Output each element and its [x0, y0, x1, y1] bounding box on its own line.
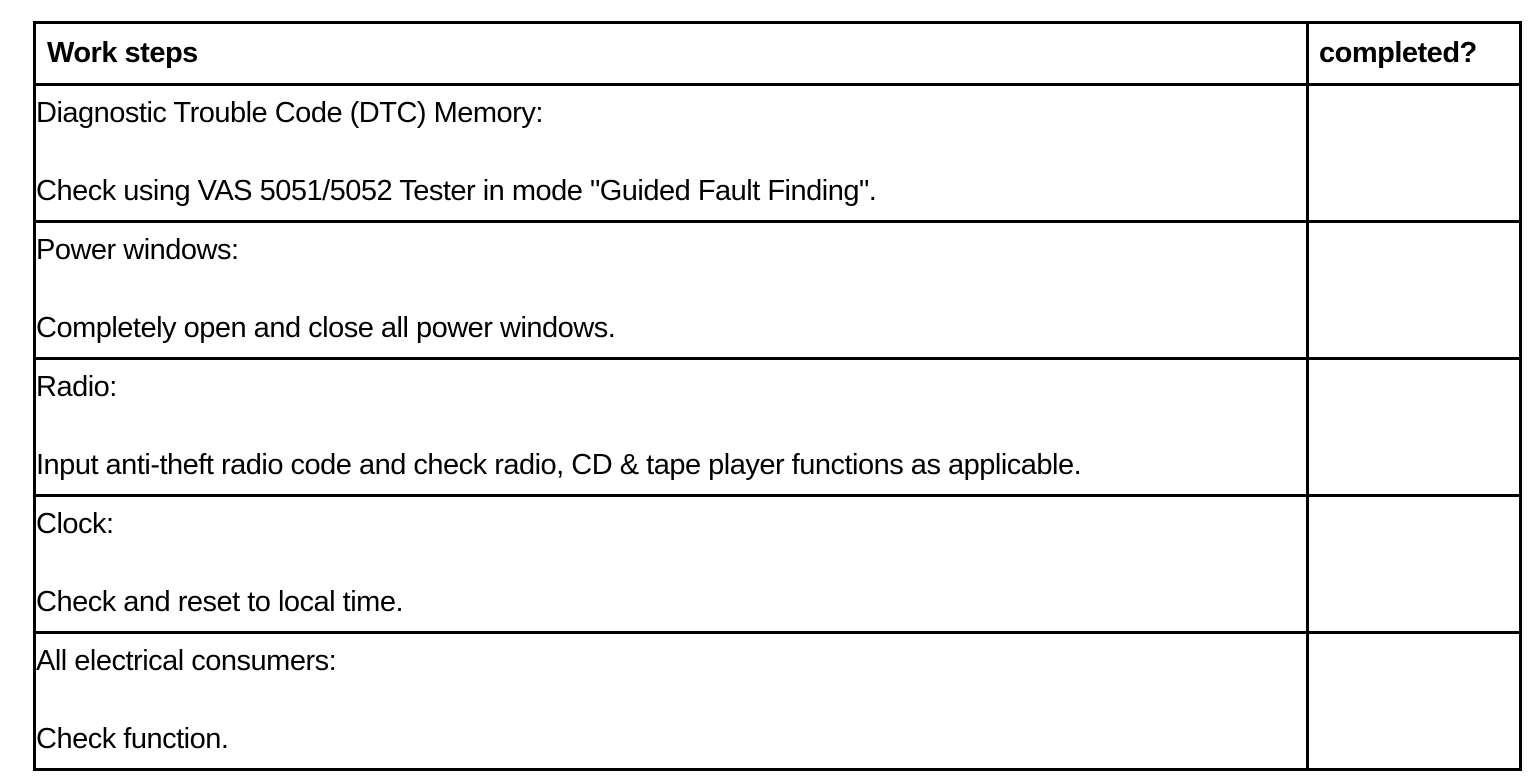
- work-steps-table: Work steps completed? Diagnostic Trouble…: [33, 21, 1522, 771]
- work-step-cell: Radio: Input anti-theft radio code and c…: [33, 357, 1309, 497]
- work-step-title: Power windows:: [36, 234, 239, 266]
- work-step-description: Check using VAS 5051/5052 Tester in mode…: [36, 175, 877, 207]
- work-step-description: Completely open and close all power wind…: [36, 312, 616, 344]
- work-step-description: Check and reset to local time.: [36, 586, 404, 618]
- work-step-title: Diagnostic Trouble Code (DTC) Memory:: [36, 97, 543, 129]
- work-step-cell: All electrical consumers: Check function…: [33, 631, 1309, 771]
- work-step-title: All electrical consumers:: [36, 645, 337, 677]
- completed-checkbox-cell[interactable]: [1306, 83, 1522, 223]
- work-step-description: Input anti-theft radio code and check ra…: [36, 449, 1082, 481]
- completed-checkbox-cell[interactable]: [1306, 357, 1522, 497]
- completed-checkbox-cell[interactable]: [1306, 631, 1522, 771]
- work-steps-header: Work steps: [33, 21, 1309, 86]
- table-row: Radio: Input anti-theft radio code and c…: [33, 357, 1522, 497]
- completed-checkbox-cell[interactable]: [1306, 220, 1522, 360]
- work-step-cell: Diagnostic Trouble Code (DTC) Memory: Ch…: [33, 83, 1309, 223]
- work-step-title: Radio:: [36, 371, 117, 403]
- work-step-cell: Power windows: Completely open and close…: [33, 220, 1309, 360]
- table-row: All electrical consumers: Check function…: [33, 631, 1522, 771]
- table-header-row: Work steps completed?: [33, 21, 1522, 86]
- table-row: Power windows: Completely open and close…: [33, 220, 1522, 360]
- work-step-cell: Clock: Check and reset to local time.: [33, 494, 1309, 634]
- work-step-title: Clock:: [36, 508, 114, 540]
- work-step-description: Check function.: [36, 723, 229, 755]
- table-row: Clock: Check and reset to local time.: [33, 494, 1522, 634]
- completed-checkbox-cell[interactable]: [1306, 494, 1522, 634]
- completed-header: completed?: [1306, 21, 1522, 86]
- table-row: Diagnostic Trouble Code (DTC) Memory: Ch…: [33, 83, 1522, 223]
